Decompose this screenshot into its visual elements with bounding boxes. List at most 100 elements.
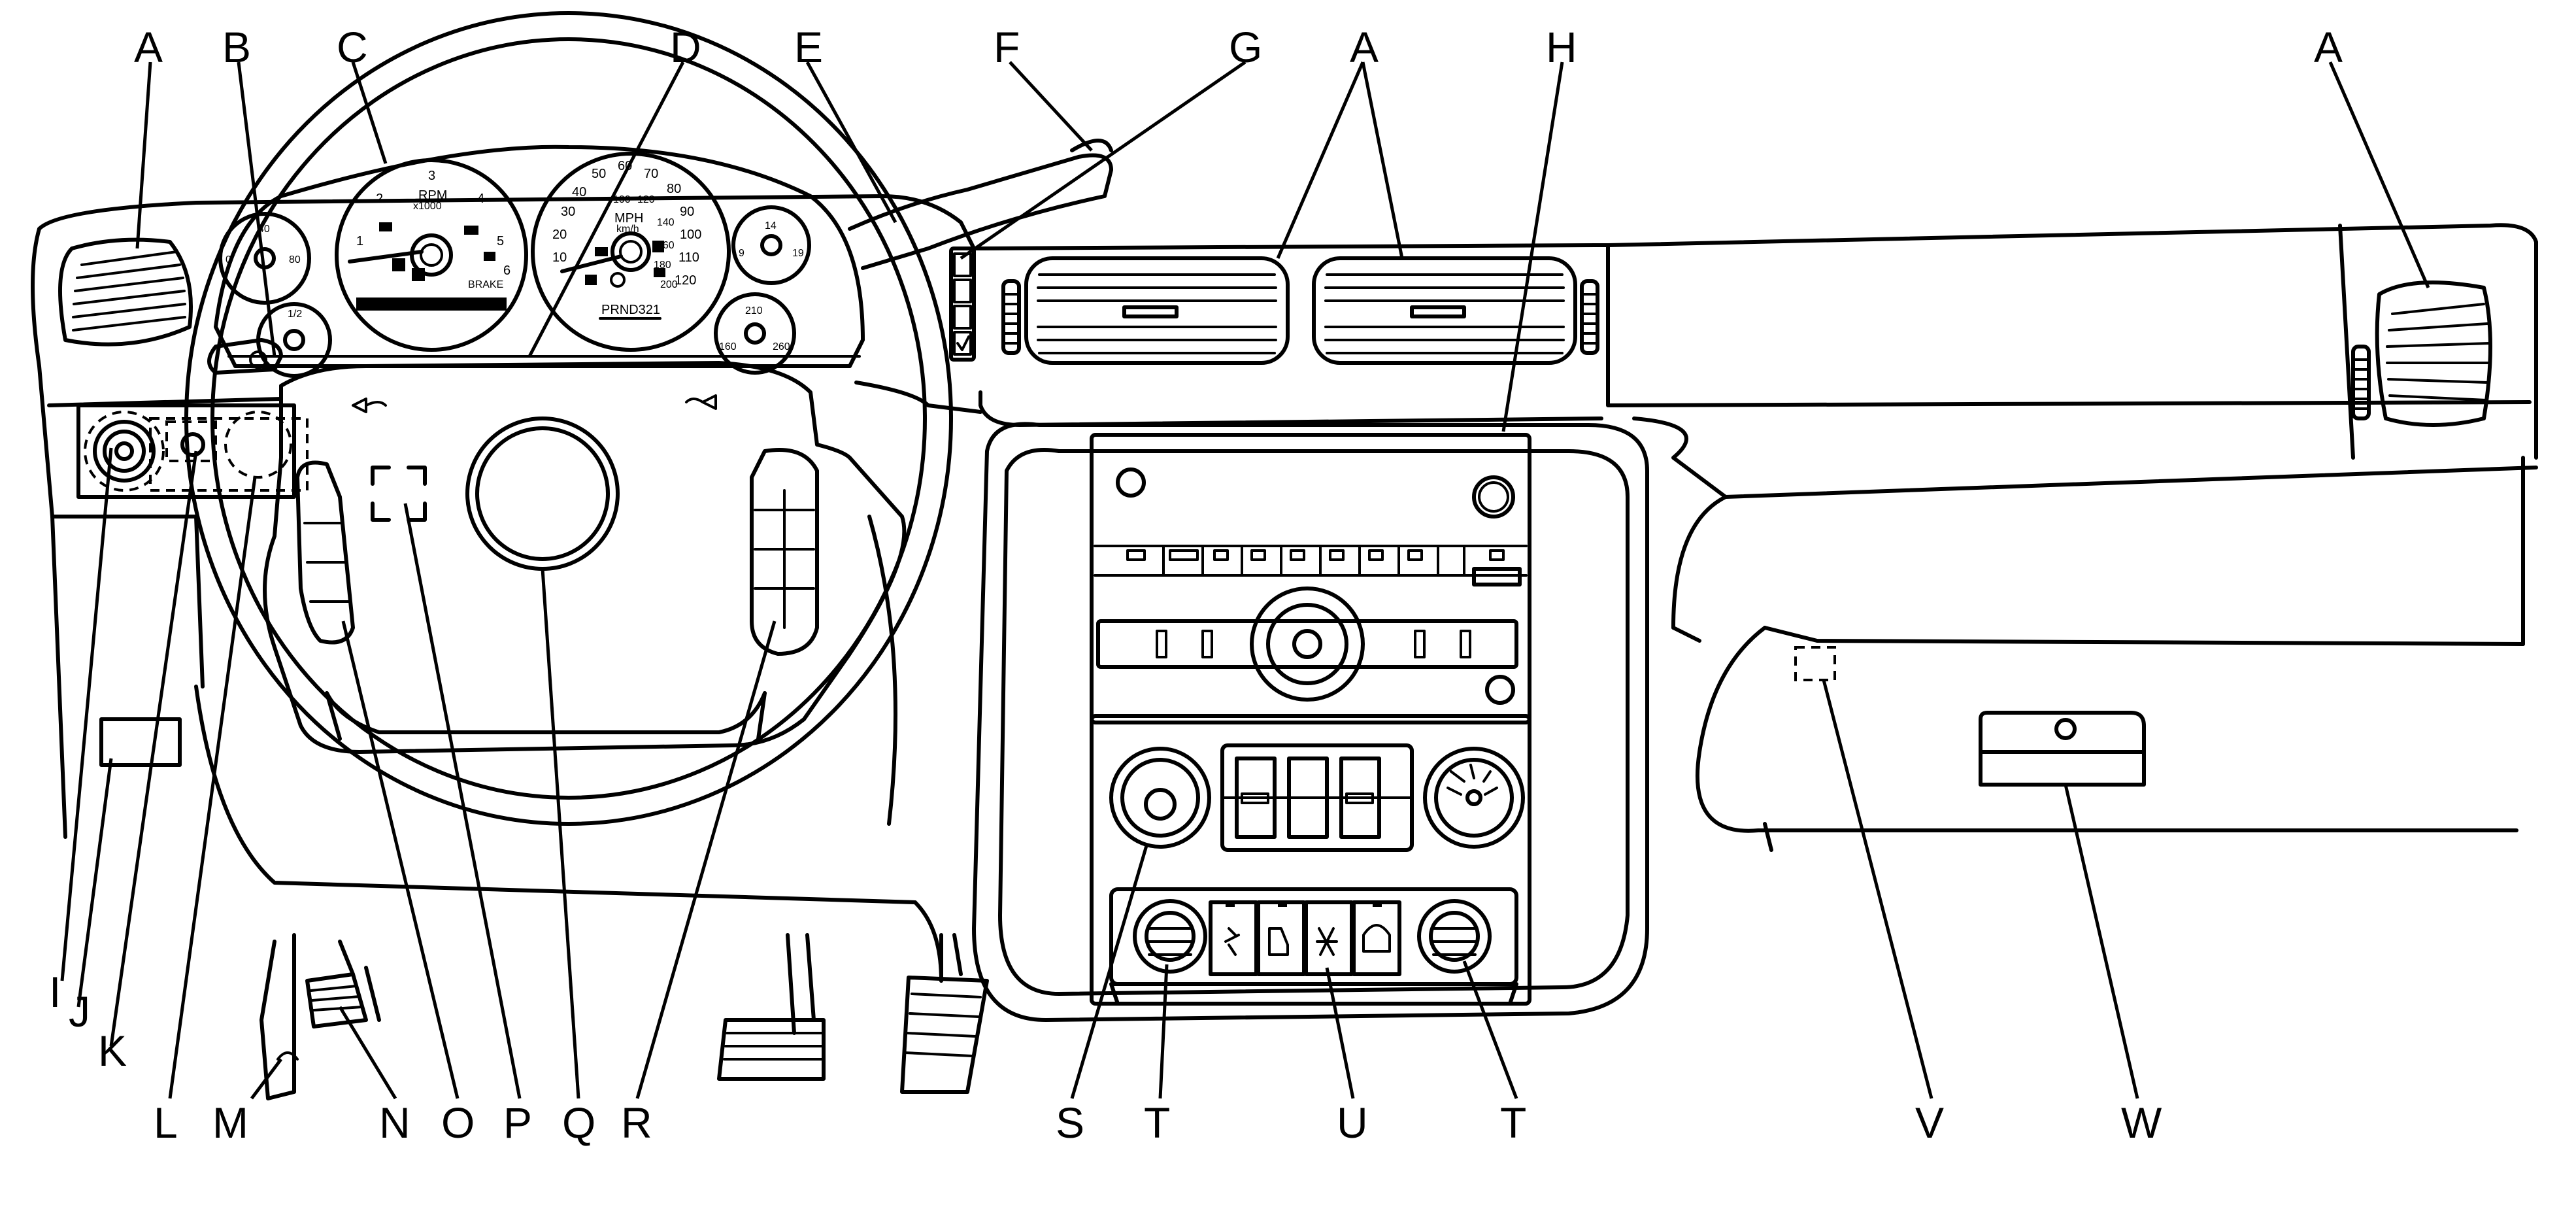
temp-knob-right xyxy=(1417,899,1492,974)
callout-n: N xyxy=(379,1098,410,1147)
svg-text:100: 100 xyxy=(680,228,701,242)
svg-text:40: 40 xyxy=(572,185,586,199)
tachometer: RPM x1000 1 2 3 4 5 6 BRAKE xyxy=(335,158,528,352)
svg-text:0: 0 xyxy=(226,254,231,265)
headlamp-switch xyxy=(93,420,156,483)
svg-text:19: 19 xyxy=(792,248,804,259)
svg-text:80: 80 xyxy=(289,254,301,265)
center-stack xyxy=(972,422,1649,1022)
mode-knob xyxy=(1423,747,1525,849)
svg-text:MPH: MPH xyxy=(614,211,643,226)
callout-d: D xyxy=(670,23,701,71)
svg-text:160: 160 xyxy=(719,341,737,352)
radio-tune-knob xyxy=(1472,475,1515,518)
turn-signal-lever xyxy=(207,338,283,375)
dimmer-control xyxy=(180,432,205,457)
shift-lever xyxy=(848,139,1113,270)
coolant-temp-gauge: 210 160 260 xyxy=(714,292,796,375)
airbag-horn-pad xyxy=(465,416,620,571)
callout-e: E xyxy=(794,23,823,71)
callout-l: L xyxy=(154,1098,178,1147)
callout-t-left: T xyxy=(1144,1098,1170,1147)
callout-c: C xyxy=(337,23,368,71)
instrument-cluster: 40 0 80 1/2 RPM x1000 1 2 3 4 5 6 BRAKE xyxy=(214,144,865,378)
left-dash-controls xyxy=(76,403,309,499)
svg-text:180: 180 xyxy=(654,260,671,271)
voltmeter: 14 9 19 xyxy=(731,205,811,285)
accelerator-pedal xyxy=(900,976,989,1094)
parking-brake-release xyxy=(259,933,296,1100)
bin-j xyxy=(99,717,182,767)
svg-text:5: 5 xyxy=(497,234,504,248)
temp-knob-left xyxy=(1133,899,1207,974)
callout-v: V xyxy=(1915,1098,1944,1147)
callout-q: Q xyxy=(562,1098,595,1147)
svg-text:140: 140 xyxy=(657,217,675,228)
hidden-switch-marker xyxy=(224,411,292,479)
callout-s: S xyxy=(1056,1098,1084,1147)
speedometer: MPH km/h 10 20 30 40 50 60 70 80 90 100 … xyxy=(531,152,731,352)
svg-text:BRAKE: BRAKE xyxy=(468,279,503,290)
steering-wheel xyxy=(184,11,953,826)
svg-text:50: 50 xyxy=(592,167,606,181)
callout-i: I xyxy=(49,968,61,1016)
svg-text:6: 6 xyxy=(503,264,510,278)
svg-text:90: 90 xyxy=(680,205,694,219)
svg-text:14: 14 xyxy=(765,220,777,231)
svg-text:4: 4 xyxy=(477,192,484,206)
svg-text:120: 120 xyxy=(675,273,696,288)
parking-brake-pedal xyxy=(305,972,368,1028)
svg-text:9: 9 xyxy=(739,248,744,259)
callout-a-left: A xyxy=(134,23,163,71)
svg-text:70: 70 xyxy=(644,167,658,181)
dashed-control-panel xyxy=(76,403,296,499)
callout-a-center: A xyxy=(1350,23,1379,71)
right-steering-controls xyxy=(750,448,819,656)
svg-text:10: 10 xyxy=(552,250,567,265)
leader-lines xyxy=(60,60,2430,1100)
callout-k: K xyxy=(98,1027,127,1075)
left-steering-controls xyxy=(295,460,355,645)
svg-text:PRND321: PRND321 xyxy=(601,303,660,317)
right-outer-vent xyxy=(2351,280,2492,427)
svg-text:20: 20 xyxy=(552,228,567,242)
callout-g: G xyxy=(1229,23,1262,71)
fuse-access-marker xyxy=(1794,646,1836,681)
svg-text:x1000: x1000 xyxy=(413,201,442,212)
svg-text:1/2: 1/2 xyxy=(288,309,302,320)
climate-control xyxy=(1109,743,1525,1006)
radio-volume-knob xyxy=(1250,586,1365,702)
oil-pressure-gauge: 40 0 80 xyxy=(218,212,311,305)
pedals xyxy=(259,933,989,1100)
callout-m: M xyxy=(212,1098,248,1147)
svg-text:210: 210 xyxy=(745,305,763,316)
radio-unit xyxy=(1094,468,1528,705)
center-vents xyxy=(1001,256,1599,365)
svg-text:1: 1 xyxy=(356,234,363,248)
brake-pedal xyxy=(717,1018,826,1081)
left-outer-vent xyxy=(58,237,193,347)
callout-f: F xyxy=(994,23,1020,71)
dashboard-outline xyxy=(31,194,2538,983)
center-vent-left-louvers xyxy=(1037,273,1277,354)
callout-p: P xyxy=(503,1098,532,1147)
svg-text:200: 200 xyxy=(660,279,678,290)
svg-text:260: 260 xyxy=(773,341,790,352)
svg-text:3: 3 xyxy=(428,169,435,183)
radio-power-knob xyxy=(1116,468,1146,498)
svg-text:km/h: km/h xyxy=(616,224,639,235)
callout-u: U xyxy=(1337,1098,1368,1147)
callout-a-right: A xyxy=(2314,23,2343,71)
svg-text:100: 100 xyxy=(613,194,631,205)
hidden-control-marker xyxy=(371,466,427,522)
svg-text:40: 40 xyxy=(258,224,270,235)
svg-text:120: 120 xyxy=(637,194,655,205)
callout-o: O xyxy=(441,1098,475,1147)
switch-bank-g xyxy=(949,246,976,362)
svg-text:RPM: RPM xyxy=(418,188,447,203)
callout-b: B xyxy=(222,23,251,71)
callout-h: H xyxy=(1546,23,1577,71)
callout-t-right: T xyxy=(1500,1098,1526,1147)
callout-letters: A B C D E F G A H A I J K L M N O P Q R … xyxy=(49,23,2343,1147)
